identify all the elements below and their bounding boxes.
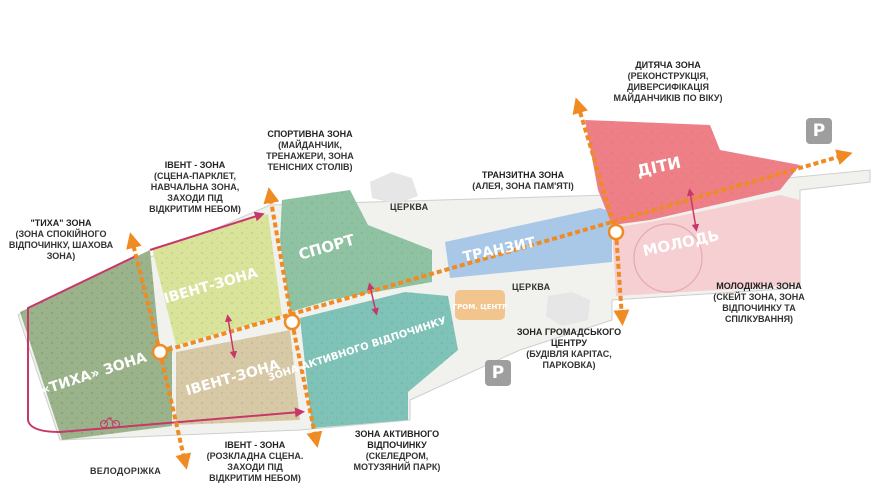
connect-event-arrow: [224, 314, 238, 359]
axis-children: [572, 97, 618, 233]
node-tykha: [151, 343, 169, 361]
label-active: ЗОНА АКТИВНОГО ВІДПОЧИНКУ (СКЕЛЕДРОМ, МО…: [353, 429, 441, 472]
node-event: [283, 313, 301, 331]
label-sport: СПОРТИВНА ЗОНА (МАЙДАНЧИК, ТРЕНАЖЕРИ, ЗО…: [266, 129, 354, 172]
node-children: [607, 223, 625, 241]
label-tykha: "ТИХА" ЗОНА (ЗОНА СПОКІЙНОГО ВІДПОЧИНКУ,…: [8, 218, 114, 261]
parking-icon-east: P: [806, 118, 832, 144]
connect-sport-arrow: [367, 282, 379, 316]
zone-name-community: ГРОМ. ЦЕНТР: [453, 303, 508, 311]
label-youth: МОЛОДІЖНА ЗОНА (СКЕЙТ ЗОНА, ЗОНА ВІДПОЧИ…: [713, 281, 805, 324]
bike-path-label: ВЕЛОДОРІЖКА: [90, 466, 162, 476]
transit-zone-area: [445, 208, 612, 278]
church-label-top: ЦЕРКВА: [390, 202, 429, 212]
church-top-building: [370, 172, 418, 204]
label-event-top: ІВЕНТ - ЗОНА (СЦЕНА-ПАРКЛЕТ, НАВЧАЛЬНА З…: [149, 160, 241, 214]
label-event-bottom: ІВЕНТ - ЗОНА (РОЗКЛАДНА СЦЕНА. ЗАХОДИ ПІ…: [206, 440, 304, 483]
axis-event: [263, 187, 294, 323]
community-center-area: [455, 290, 505, 320]
main-axis: [159, 149, 853, 354]
parking-icon-center: P: [485, 360, 511, 386]
connect-children-arrow: [686, 188, 700, 232]
axis-tykha: [126, 232, 162, 353]
church-bottom-building: [546, 292, 590, 326]
label-transit: ТРАНЗИТНА ЗОНА (АЛЕЯ, ЗОНА ПАМ'ЯТІ): [472, 170, 574, 191]
label-children: ДИТЯЧА ЗОНА (РЕКОНСТРУКЦІЯ, ДИВЕРСИФІКАЦ…: [613, 60, 723, 103]
youth-zone-area: [612, 195, 800, 296]
church-label-bottom: ЦЕРКВА: [512, 282, 551, 292]
bicycle-icon: [100, 417, 120, 428]
bike-path-line: [27, 255, 305, 434]
label-community: ЗОНА ГРОМАДСЬКОГО ЦЕНТРУ (БУДІВЛЯ КАРІТА…: [516, 327, 622, 370]
